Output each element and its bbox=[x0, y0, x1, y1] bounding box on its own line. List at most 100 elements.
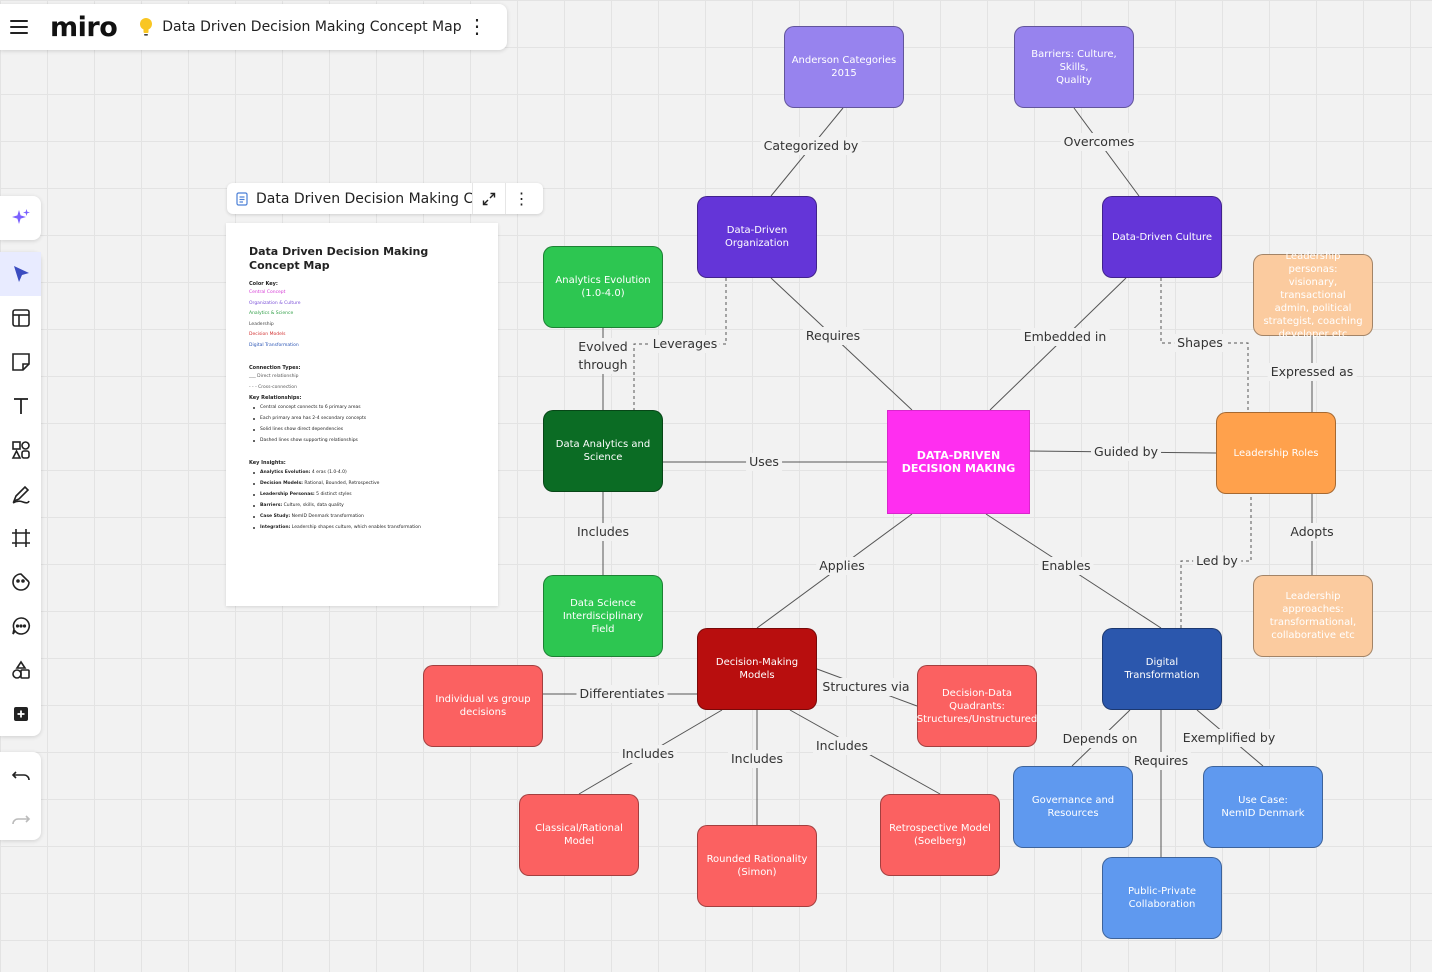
connector-label[interactable]: Includes bbox=[573, 523, 633, 541]
connector-label[interactable]: Guided by bbox=[1091, 443, 1161, 461]
concept-node-personas[interactable]: Leadership personas: visionary, transact… bbox=[1253, 251, 1373, 340]
color-key-item: Leadership bbox=[249, 321, 274, 327]
document-icon bbox=[236, 191, 248, 206]
concept-node-indiv-group[interactable]: Individual vs group decisions bbox=[423, 665, 543, 747]
connector-label[interactable]: Led by bbox=[1193, 552, 1241, 570]
board-title[interactable]: Data Driven Decision Making Concept Map bbox=[162, 19, 462, 35]
concept-node-analytics-evo[interactable]: Analytics Evolution (1.0-4.0) bbox=[543, 246, 663, 328]
connector-label[interactable]: Categorized by bbox=[760, 137, 862, 155]
undo-icon[interactable] bbox=[0, 752, 41, 796]
key-relationship-item: Solid lines show direct dependencies bbox=[249, 424, 476, 435]
apps-icon[interactable] bbox=[0, 648, 41, 692]
concept-node-leadership-roles[interactable]: Leadership Roles bbox=[1216, 412, 1336, 494]
connector-label[interactable]: Evolved through bbox=[575, 338, 631, 374]
doc-widget-title[interactable]: Data Driven Decision Making C... bbox=[256, 190, 472, 207]
concept-node-barriers[interactable]: Barriers: Culture, Skills, Quality bbox=[1014, 26, 1134, 108]
board-top-bar: miro Data Driven Decision Making Concept… bbox=[0, 4, 507, 50]
hamburger-menu-icon[interactable] bbox=[10, 20, 28, 34]
concept-node-dd-culture[interactable]: Data-Driven Culture bbox=[1102, 196, 1222, 278]
templates-icon[interactable] bbox=[0, 296, 41, 340]
comment-icon[interactable] bbox=[0, 604, 41, 648]
key-insight-text: NemID Denmark transformation bbox=[290, 514, 364, 519]
key-insight-text: 4 eras (1.0-4.0) bbox=[310, 470, 347, 475]
key-insight-text: Rational, Bounded, Retrospective bbox=[302, 481, 380, 486]
connector-label[interactable]: Adopts bbox=[1287, 523, 1337, 541]
concept-node-das[interactable]: Data Analytics and Science bbox=[543, 410, 663, 492]
ai-sparkle-icon[interactable] bbox=[0, 196, 41, 240]
key-insight-label: Barriers: bbox=[260, 503, 283, 508]
connector-label[interactable]: Leverages bbox=[649, 335, 721, 353]
key-insight-item: Integration: Leadership shapes culture, … bbox=[249, 522, 476, 533]
connector-label[interactable]: Includes bbox=[618, 745, 678, 763]
select-cursor-icon[interactable] bbox=[0, 252, 41, 296]
connector-label[interactable]: Requires bbox=[802, 327, 864, 345]
connector-label[interactable]: Enables bbox=[1038, 557, 1094, 575]
history-toolbar bbox=[0, 752, 41, 840]
concept-node-dm-models[interactable]: Decision-Making Models bbox=[697, 628, 817, 710]
shapes-icon[interactable] bbox=[0, 428, 41, 472]
sticky-note-icon[interactable] bbox=[0, 340, 41, 384]
lightbulb-icon bbox=[139, 17, 153, 37]
key-insights-heading: Key Insights: bbox=[249, 460, 286, 466]
text-tool-icon[interactable] bbox=[0, 384, 41, 428]
connector-label[interactable]: Applies bbox=[816, 557, 868, 575]
key-insight-item: Analytics Evolution: 4 eras (1.0-4.0) bbox=[249, 467, 476, 478]
concept-node-bounded[interactable]: Rounded Rationality (Simon) bbox=[697, 825, 817, 907]
connection-types-list: ___ Direct relationship - - - Cross-conne… bbox=[249, 372, 476, 393]
key-insight-item: Case Study: NemID Denmark transformation bbox=[249, 511, 476, 522]
connector-label[interactable]: Exemplified by bbox=[1179, 729, 1279, 747]
board-more-options-icon[interactable]: ⋮ bbox=[467, 16, 487, 38]
connector-label[interactable]: Overcomes bbox=[1060, 133, 1138, 151]
key-insight-label: Leadership Personas: bbox=[260, 492, 315, 497]
concept-node-governance[interactable]: Governance and Resources bbox=[1013, 766, 1133, 848]
connector-label[interactable]: Requires bbox=[1130, 752, 1192, 770]
connection-type-item: ___ Direct relationship bbox=[249, 374, 299, 379]
connector-label[interactable]: Embedded in bbox=[1020, 328, 1110, 346]
concept-node-ds-field[interactable]: Data Science Interdisciplinary Field bbox=[543, 575, 663, 657]
concept-node-nemid[interactable]: Use Case: NemID Denmark bbox=[1203, 766, 1323, 848]
connector-overcomes[interactable] bbox=[1073, 107, 1140, 197]
concept-node-quadrants[interactable]: Decision-Data Quadrants: Structures/Unst… bbox=[917, 665, 1037, 747]
concept-node-central[interactable]: DATA-DRIVEN DECISION MAKING bbox=[887, 410, 1030, 514]
key-relationship-item: Each primary area has 2-4 secondary conc… bbox=[249, 413, 476, 424]
connector-label[interactable]: Differentiates bbox=[576, 685, 668, 703]
pen-icon[interactable] bbox=[0, 472, 41, 516]
stickers-icon[interactable] bbox=[0, 560, 41, 604]
key-insight-text: Culture, skills, data quality bbox=[282, 503, 344, 508]
concept-node-retro[interactable]: Retrospective Model (Soelberg) bbox=[880, 794, 1000, 876]
expand-icon[interactable] bbox=[472, 183, 505, 214]
doc-widget-header[interactable]: Data Driven Decision Making C... ⋮ bbox=[227, 183, 543, 214]
add-more-tools-icon[interactable] bbox=[0, 692, 41, 736]
ai-toolbar bbox=[0, 196, 41, 240]
key-insight-label: Case Study: bbox=[260, 514, 291, 519]
doc-page[interactable]: Data Driven Decision Making Concept Map … bbox=[226, 223, 498, 606]
color-key-item: Analytics & Science bbox=[249, 311, 294, 316]
concept-node-ppc[interactable]: Public-Private Collaboration bbox=[1102, 857, 1222, 939]
concept-node-anderson[interactable]: Anderson Categories 2015 bbox=[784, 26, 904, 108]
concept-node-classical[interactable]: Classical/Rational Model bbox=[519, 794, 639, 876]
redo-icon[interactable] bbox=[0, 796, 41, 840]
key-relationship-item: Dashed lines show supporting relationshi… bbox=[249, 435, 476, 446]
color-key-item: Central Concept bbox=[249, 290, 286, 295]
connector-label[interactable]: Includes bbox=[812, 737, 872, 755]
concept-node-digital[interactable]: Digital Transformation bbox=[1102, 628, 1222, 710]
connector-label[interactable]: Depends on bbox=[1059, 730, 1141, 748]
connection-type-item: - - - Cross-connection bbox=[249, 384, 297, 390]
connector-label[interactable]: Expressed as bbox=[1267, 363, 1357, 381]
doc-more-options-icon[interactable]: ⋮ bbox=[505, 183, 537, 214]
connector-label[interactable]: Includes bbox=[727, 750, 787, 768]
concept-node-approaches[interactable]: Leadership approaches: transformational,… bbox=[1253, 575, 1373, 657]
key-insight-text: 5 distinct styles bbox=[314, 492, 352, 497]
key-insights-list: Analytics Evolution: 4 eras (1.0-4.0)Dec… bbox=[249, 467, 476, 533]
miro-logo[interactable]: miro bbox=[50, 11, 118, 43]
connector-label[interactable]: Shapes bbox=[1174, 334, 1226, 352]
key-insight-label: Analytics Evolution: bbox=[260, 470, 311, 475]
key-relationship-item: Central concept connects to 6 primary ar… bbox=[249, 402, 476, 413]
concept-node-dd-org[interactable]: Data-Driven Organization bbox=[697, 196, 817, 278]
connector-label[interactable]: Uses bbox=[746, 453, 782, 471]
connector-label[interactable]: Structures via bbox=[819, 678, 913, 696]
connector-leverages[interactable] bbox=[633, 278, 727, 410]
key-relationships-heading: Key Relationships: bbox=[249, 395, 302, 401]
frame-icon[interactable] bbox=[0, 516, 41, 560]
